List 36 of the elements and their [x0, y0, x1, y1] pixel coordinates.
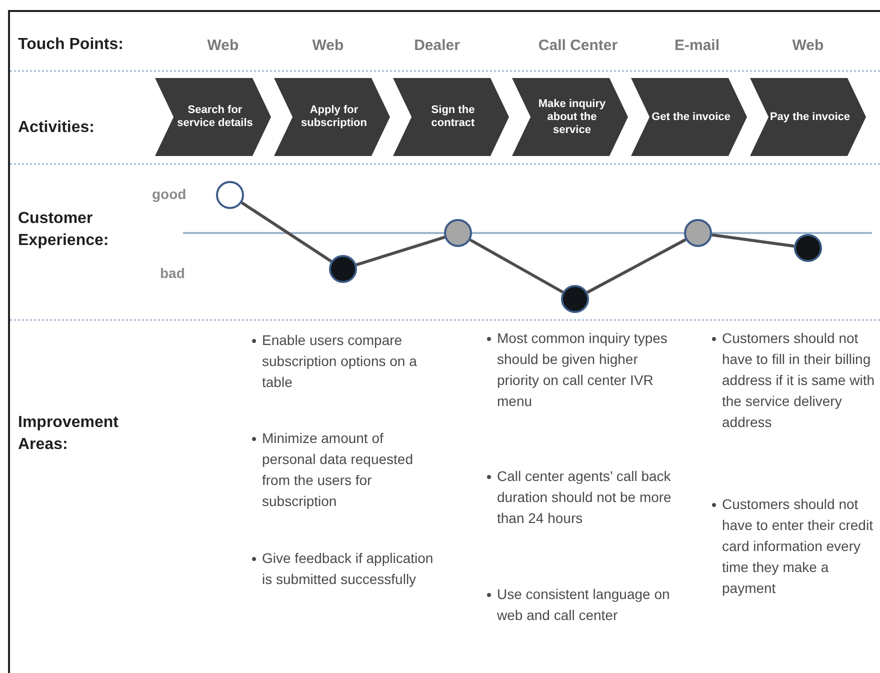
row-heading: Improvement Areas:	[18, 413, 120, 455]
scale-label: good	[152, 185, 188, 204]
touch-point-label: Dealer	[413, 36, 461, 56]
experience-point	[561, 285, 589, 313]
bullet-text: Enable users compare subscription options on a table	[250, 330, 440, 393]
connector-line	[586, 238, 686, 294]
touch-point-label: Call Center	[537, 36, 619, 56]
experience-point	[684, 219, 712, 247]
process-step: Pay the invoice	[750, 78, 866, 156]
process-step: Search for service details	[155, 78, 271, 156]
touch-point-label: Web	[206, 36, 240, 56]
touch-point-label: Web	[311, 36, 345, 56]
process-step: Apply for subscription	[274, 78, 390, 156]
process-step: Sign the contract	[393, 78, 509, 156]
touch-point-label: Web	[791, 36, 825, 56]
row-heading: Activities:	[18, 118, 96, 138]
experience-point	[444, 219, 472, 247]
bullet-text: Customers should not have to enter their credit card information every time they make a payment	[710, 494, 875, 599]
bullet-text: Use consistent language on web and call center	[485, 584, 680, 626]
touch-point-label: E-mail	[673, 36, 720, 56]
bullet-text: Most common inquiry types should be given higher priority on call center IVR menu	[485, 328, 680, 412]
bullet-text: Minimize amount of personal data requested from the users for subscription	[250, 428, 440, 512]
process-step: Make inquiry about the service	[512, 78, 628, 156]
scale-label: bad	[160, 264, 186, 283]
bullet-text: Give feedback if application is submitted successfully	[250, 548, 440, 590]
connector-line	[712, 233, 794, 248]
connector-line	[240, 201, 332, 263]
connector-line	[356, 236, 446, 266]
bullet-text: Call center agents’ call back duration should not be more than 24 hours	[485, 466, 680, 529]
row-heading: Touch Points:	[18, 35, 124, 55]
experience-point	[329, 255, 357, 283]
experience-point	[216, 181, 244, 209]
bullet-text: Customers should not have to fill in their billing address if it is same with the service delivery address	[710, 328, 875, 433]
experience-point	[794, 234, 822, 262]
row-heading: Customer Experience:	[18, 209, 110, 251]
process-step: Get the invoice	[631, 78, 747, 156]
